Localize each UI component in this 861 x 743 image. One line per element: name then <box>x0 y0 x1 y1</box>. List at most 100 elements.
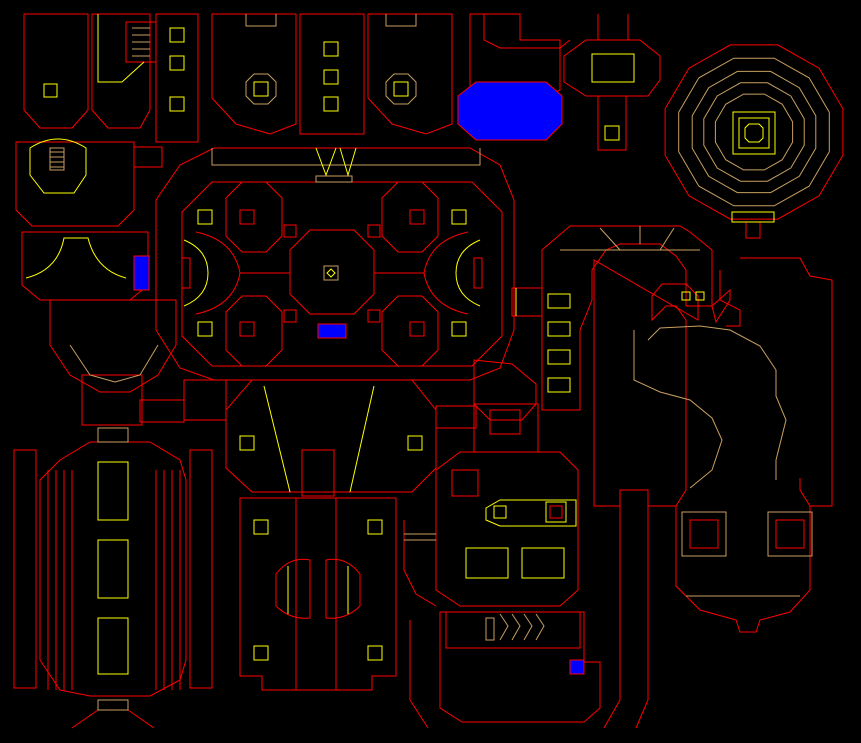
blue-door-center <box>317 323 347 339</box>
sw-wall-east <box>189 449 213 689</box>
sw-steps <box>97 427 129 443</box>
n-pillar <box>253 81 269 97</box>
n-steps <box>385 14 417 27</box>
sw-slab <box>97 539 129 599</box>
round-chamber-ring <box>678 57 830 207</box>
arena-center-mark <box>323 265 339 281</box>
arena-pillar <box>197 209 213 225</box>
sc-pillar <box>253 645 269 661</box>
n-pillar <box>169 27 185 43</box>
arena-q4 <box>381 295 439 367</box>
south-hall <box>225 379 437 493</box>
east-switch <box>695 291 705 301</box>
arena-outer <box>155 147 515 381</box>
east-crate <box>767 511 813 557</box>
se-step <box>485 617 495 641</box>
n-pillar <box>393 81 409 97</box>
blue-door-north <box>457 81 563 141</box>
sw-hall <box>39 441 187 697</box>
altar-inner <box>738 117 770 149</box>
n-room-f <box>563 39 661 97</box>
east-path <box>633 330 723 489</box>
sw-slab <box>97 617 129 675</box>
ec-room <box>435 451 579 607</box>
east-step <box>599 227 621 251</box>
se-room <box>439 611 601 723</box>
east-room-b <box>740 257 833 507</box>
north-hall-d <box>367 13 453 135</box>
east-knob <box>711 288 731 324</box>
arena-block <box>283 224 297 238</box>
sw-exit <box>71 709 155 729</box>
ec-pillar <box>545 501 567 523</box>
round-chamber-ring <box>703 82 805 182</box>
altar-core <box>744 123 764 143</box>
arena-pillar <box>197 321 213 337</box>
n-oct <box>245 73 277 105</box>
round-chamber-ring <box>714 93 794 171</box>
arena-arc-right <box>455 239 481 307</box>
sc-pillar <box>367 645 383 661</box>
west-pillar <box>43 83 58 98</box>
se-chevron <box>499 613 509 641</box>
sc-pillar <box>367 519 383 535</box>
arena-q1 <box>225 181 283 253</box>
east-crate-inner <box>689 519 719 549</box>
east-room <box>593 259 699 507</box>
west-rail <box>97 14 145 83</box>
n-link <box>597 95 627 151</box>
south-column <box>301 449 335 497</box>
sc-pillar <box>253 519 269 535</box>
n-pillar <box>323 41 339 57</box>
west-curve-steps <box>69 344 159 383</box>
n-oct <box>385 73 417 105</box>
blue-door-south <box>569 659 585 675</box>
east-pillar <box>547 293 571 309</box>
east-crate-inner <box>775 519 805 549</box>
west-room-b <box>21 231 149 301</box>
ec-curve <box>403 520 437 607</box>
se-wall <box>409 620 429 729</box>
south-rail <box>349 385 375 493</box>
west-passage <box>133 146 163 168</box>
se-wall <box>635 500 649 729</box>
n-pillar <box>323 69 339 85</box>
arena-arc-right-2 <box>423 231 469 315</box>
ec-gate-inner <box>489 409 521 435</box>
altar <box>732 111 776 155</box>
ne-exit <box>745 221 761 239</box>
west-steps <box>49 147 65 171</box>
south-pillar <box>239 435 255 451</box>
sw-wall-west <box>13 449 37 689</box>
blue-door-west <box>133 255 150 291</box>
n-panel <box>591 53 635 83</box>
west-room-a <box>15 141 135 227</box>
n-pillar <box>169 96 185 112</box>
se-wall <box>603 500 621 729</box>
arena-block <box>283 309 297 323</box>
arena-pillar <box>451 209 467 225</box>
arena-gate <box>473 257 483 289</box>
se-chamber <box>445 611 581 649</box>
wall-lines <box>13 13 844 729</box>
west-hall-2 <box>91 13 151 129</box>
arena-arc-left <box>183 239 209 307</box>
arena-spike <box>315 147 337 177</box>
arena-spike <box>339 147 357 177</box>
ec-gate <box>473 403 539 453</box>
east-crate <box>681 511 727 557</box>
ec-pillar <box>493 505 507 519</box>
sc-alcove-right <box>325 558 361 619</box>
arena-block <box>409 321 425 337</box>
arena-q2 <box>381 181 439 253</box>
arena-block <box>409 209 425 225</box>
arena-block <box>367 309 381 323</box>
arena-q3 <box>225 295 283 367</box>
south-pillar <box>407 435 423 451</box>
sc-corridor <box>295 497 337 691</box>
arena-inner <box>181 181 503 367</box>
west-hall-1 <box>23 13 89 129</box>
south-link-west-2 <box>139 399 185 423</box>
round-chamber-ring <box>664 44 844 220</box>
